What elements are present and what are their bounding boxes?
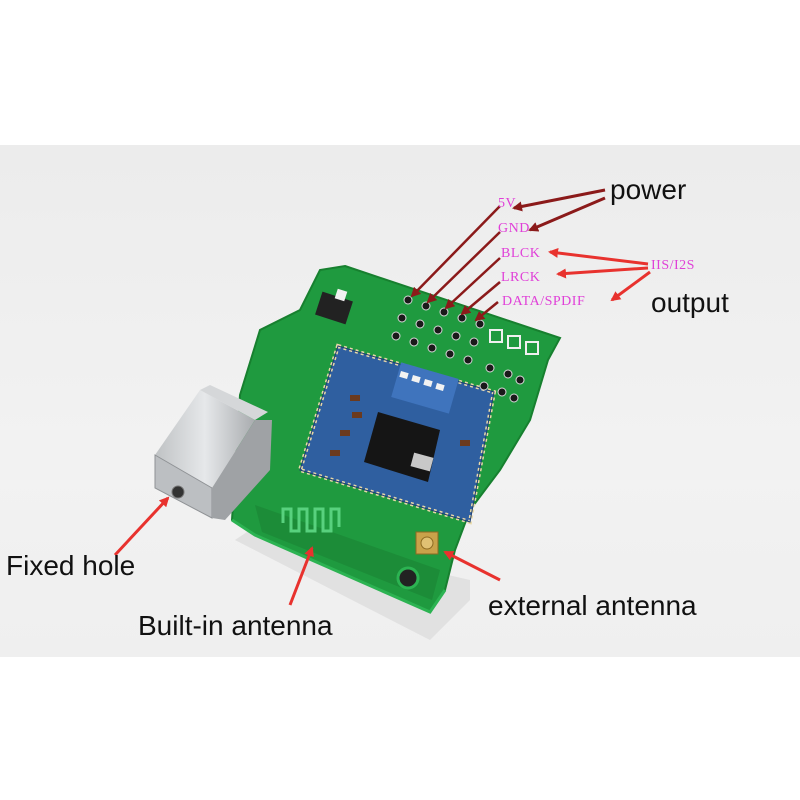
arrow-iis-lrck xyxy=(556,266,649,279)
pin-label-gnd: GND xyxy=(498,221,530,236)
pcb-edge xyxy=(231,518,447,614)
arrow-lrck-pin xyxy=(460,281,501,316)
pin-label-5v: 5V xyxy=(498,196,517,211)
arrow-gnd-pin xyxy=(426,231,501,304)
ufl-center xyxy=(420,536,434,550)
arrow-power-5v xyxy=(512,188,606,212)
arrow-builtin-antenna xyxy=(288,546,314,606)
crystal xyxy=(410,452,434,472)
pin-label-blck: BLCK xyxy=(501,246,541,261)
board-shadow xyxy=(235,530,470,640)
antenna-trace xyxy=(281,507,341,533)
mount-hole xyxy=(396,566,420,590)
arrow-iis-blck xyxy=(548,248,649,266)
module-pads xyxy=(391,362,459,414)
antenna-area xyxy=(255,505,440,600)
builtin-antenna-label: Built-in antenna xyxy=(138,610,333,641)
pin-label-data-spdif: DATA/SPDIF xyxy=(502,294,586,309)
arrow-external-antenna xyxy=(443,550,501,582)
arrow-power-gnd xyxy=(528,196,606,232)
power-label: power xyxy=(610,174,687,205)
arrow-iis-data xyxy=(610,270,651,302)
fixed-hole-label: Fixed hole xyxy=(6,550,136,581)
bracket-hole xyxy=(171,485,185,499)
arrow-blck-pin xyxy=(444,257,501,310)
pin-label-lrck: LRCK xyxy=(501,270,541,285)
arrow-fixed-hole xyxy=(113,496,170,557)
output-label: output xyxy=(651,287,729,318)
metal-bracket-top xyxy=(155,390,255,488)
metal-bracket-side xyxy=(212,420,272,520)
arrow-5v-pin xyxy=(410,205,501,298)
arrow-data-pin xyxy=(474,301,499,322)
iis-label: IIS/I2S xyxy=(651,258,695,273)
external-antenna-label: external antenna xyxy=(488,590,697,621)
